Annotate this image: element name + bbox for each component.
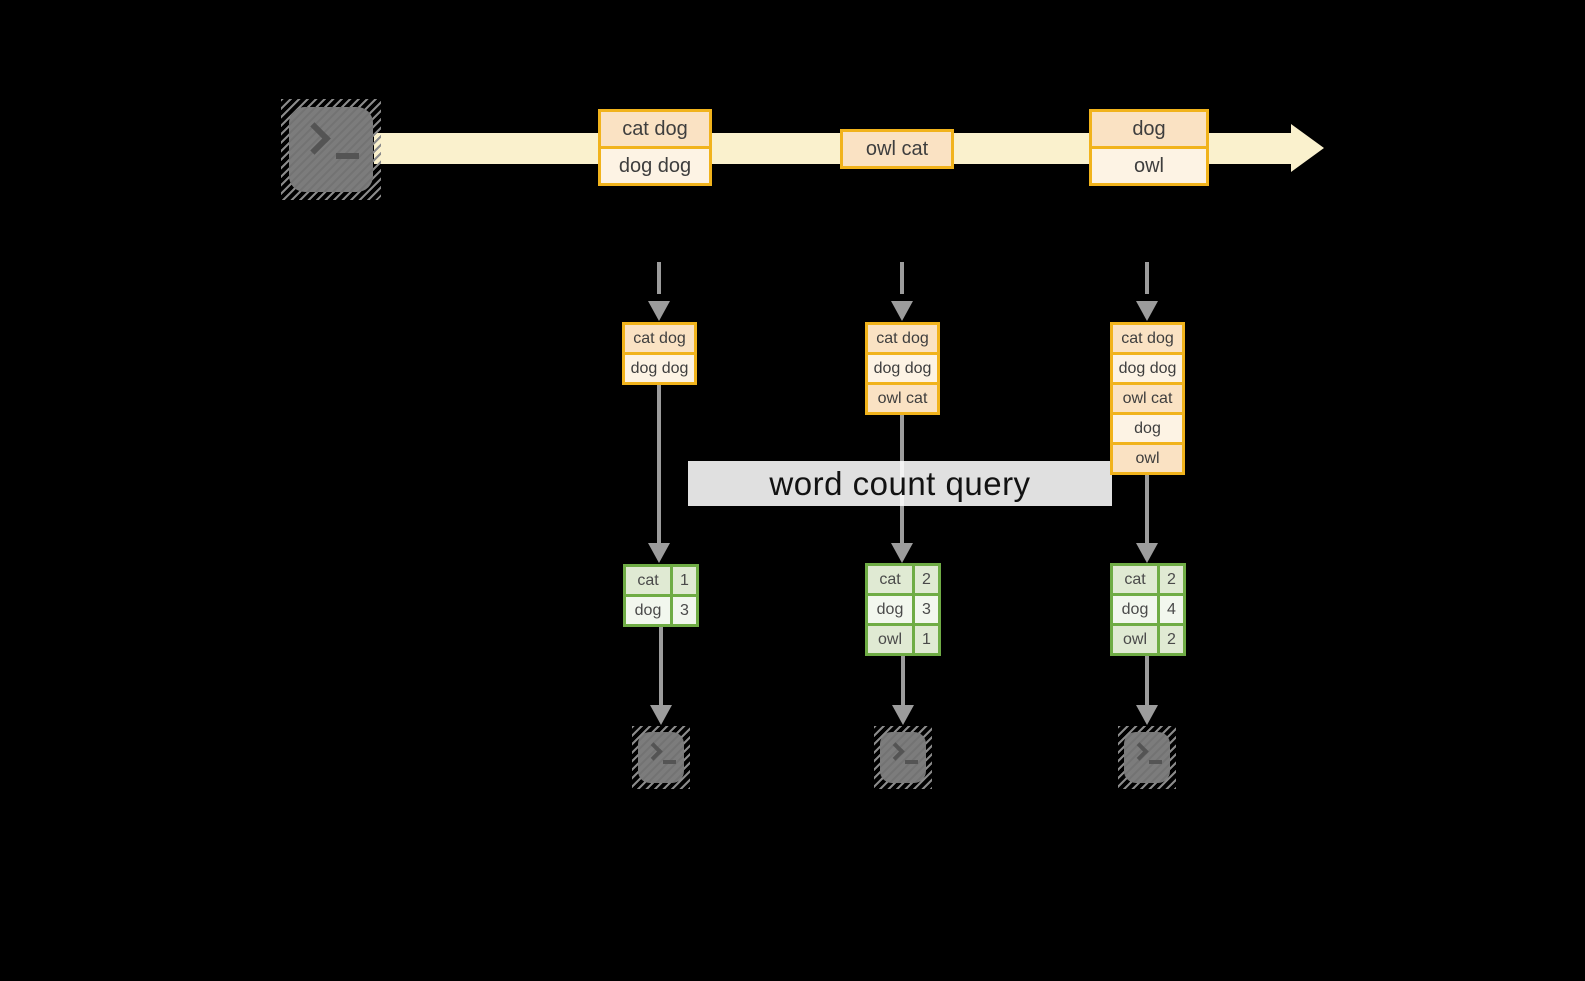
prompt-underscore-icon xyxy=(663,760,676,764)
stream-record: owl cat xyxy=(843,132,951,166)
state-record: owl cat xyxy=(868,385,937,412)
result-table-3: cat 2 dog 4 owl 2 xyxy=(1110,563,1186,656)
state-record: owl cat xyxy=(1113,385,1182,412)
count-cell: 4 xyxy=(1160,596,1183,623)
output-arrowhead-icon xyxy=(892,705,914,725)
count-cell: 2 xyxy=(1160,626,1183,653)
state-box-2: cat dog dog dog owl cat xyxy=(865,322,940,415)
prompt-underscore-icon xyxy=(905,760,918,764)
terminal-screen xyxy=(880,732,926,783)
stream-record: cat dog xyxy=(601,112,709,146)
terminal-sink-icon xyxy=(874,726,932,789)
count-cell: 1 xyxy=(915,626,938,653)
prompt-underscore-icon xyxy=(1149,760,1162,764)
state-record: dog dog xyxy=(868,355,937,382)
terminal-sink-icon xyxy=(1118,726,1176,789)
prompt-chevron-icon xyxy=(1130,742,1149,761)
state-record: dog dog xyxy=(1113,355,1182,382)
query-label: word count query xyxy=(769,464,1031,502)
output-arrowhead-icon xyxy=(650,705,672,725)
stream-record: dog xyxy=(1092,112,1206,146)
stream-arrowhead-icon xyxy=(1291,124,1324,172)
terminal-sink-icon xyxy=(632,726,690,789)
stream-record: dog dog xyxy=(601,149,709,183)
word-cell: owl xyxy=(868,626,912,653)
prompt-chevron-icon xyxy=(886,742,905,761)
terminal-screen xyxy=(1124,732,1170,783)
output-arrowhead-icon xyxy=(1136,705,1158,725)
table-row: owl 2 xyxy=(1113,626,1183,653)
query-arrowhead-icon xyxy=(1136,543,1158,563)
table-row: cat 2 xyxy=(868,566,938,593)
stream-record: owl xyxy=(1092,149,1206,183)
state-record: dog xyxy=(1113,415,1182,442)
result-table-2: cat 2 dog 3 owl 1 xyxy=(865,563,941,656)
state-box-3: cat dog dog dog owl cat dog owl xyxy=(1110,322,1185,475)
query-arrowhead-icon xyxy=(891,543,913,563)
table-row: dog 4 xyxy=(1113,596,1183,623)
table-row: dog 3 xyxy=(868,596,938,623)
count-cell: 3 xyxy=(673,597,696,624)
table-row: dog 3 xyxy=(626,597,696,624)
word-cell: dog xyxy=(626,597,670,624)
state-box-1: cat dog dog dog xyxy=(622,322,697,385)
output-arrow-line xyxy=(1145,656,1149,705)
query-arrow-line xyxy=(1145,475,1149,543)
word-cell: owl xyxy=(1113,626,1157,653)
dashed-arrow-line xyxy=(900,262,904,294)
table-row: cat 2 xyxy=(1113,566,1183,593)
dashed-arrowhead-icon xyxy=(1136,301,1158,321)
word-cell: cat xyxy=(1113,566,1157,593)
stream-batch-1: cat dog dog dog xyxy=(598,109,712,186)
result-table-1: cat 1 dog 3 xyxy=(623,564,699,627)
word-cell: dog xyxy=(868,596,912,623)
state-record: cat dog xyxy=(868,325,937,352)
state-record: cat dog xyxy=(1113,325,1182,352)
stream-batch-3: dog owl xyxy=(1089,109,1209,186)
output-arrow-line xyxy=(659,627,663,705)
terminal-screen xyxy=(638,732,684,783)
dashed-arrowhead-icon xyxy=(891,301,913,321)
state-record: cat dog xyxy=(625,325,694,352)
table-row: owl 1 xyxy=(868,626,938,653)
state-record: dog dog xyxy=(625,355,694,382)
word-cell: cat xyxy=(626,567,670,594)
output-arrow-line xyxy=(901,656,905,705)
dashed-arrowhead-icon xyxy=(648,301,670,321)
count-cell: 2 xyxy=(1160,566,1183,593)
word-cell: dog xyxy=(1113,596,1157,623)
terminal-source-icon xyxy=(281,99,381,200)
count-cell: 1 xyxy=(673,567,696,594)
word-cell: cat xyxy=(868,566,912,593)
prompt-chevron-icon xyxy=(644,742,663,761)
stream-batch-2: owl cat xyxy=(840,129,954,169)
query-arrowhead-icon xyxy=(648,543,670,563)
terminal-screen xyxy=(289,107,373,192)
query-label-band: word count query xyxy=(688,461,1112,506)
prompt-underscore-icon xyxy=(336,153,359,159)
state-record: owl xyxy=(1113,445,1182,472)
prompt-chevron-icon xyxy=(298,122,331,155)
dashed-arrow-line xyxy=(657,262,661,294)
count-cell: 2 xyxy=(915,566,938,593)
dashed-arrow-line xyxy=(1145,262,1149,294)
table-row: cat 1 xyxy=(626,567,696,594)
query-arrow-line xyxy=(657,385,661,543)
count-cell: 3 xyxy=(915,596,938,623)
